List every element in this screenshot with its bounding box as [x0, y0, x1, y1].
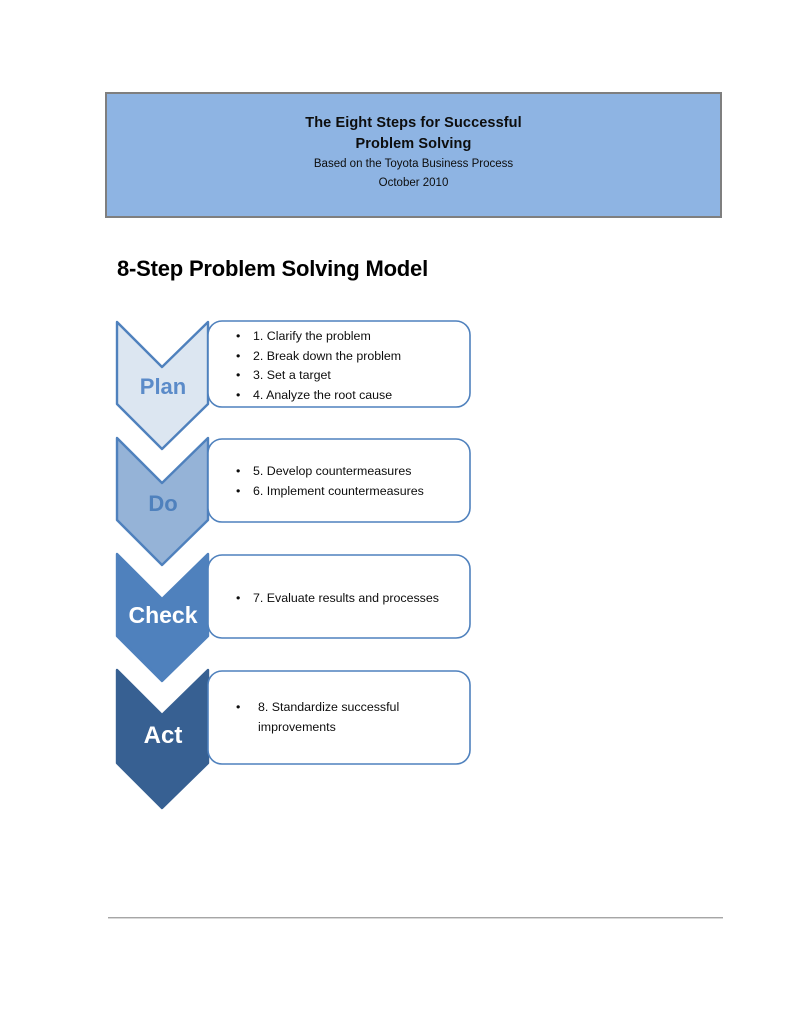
stage-items-plan: 1. Clarify the problem 2. Break down the… — [232, 327, 462, 405]
footer-divider — [108, 917, 723, 919]
header-subtitle-line-2: October 2010 — [378, 177, 449, 189]
list-item: 8. Standardize successful improvements — [232, 698, 412, 737]
list-item: 2. Break down the problem — [232, 347, 462, 367]
list-item: 5. Develop countermeasures — [232, 462, 462, 482]
page-title: 8-Step Problem Solving Model — [117, 256, 428, 281]
stage-label-do: Do — [148, 491, 178, 516]
stage-label-act: Act — [143, 722, 183, 749]
chevron-shape-plan — [115, 320, 210, 451]
stage-items-act: 8. Standardize successful improvements — [232, 698, 412, 737]
list-item: 6. Implement countermeasures — [232, 482, 462, 502]
list-item: 3. Set a target — [232, 366, 462, 386]
list-item: 7. Evaluate results and processes — [232, 589, 467, 609]
chevron-shape-do — [115, 436, 210, 567]
chevron-shape-act — [115, 668, 210, 810]
chevron-shape-check — [115, 552, 210, 683]
stage-items-check: 7. Evaluate results and processes — [232, 589, 467, 609]
stage-label-plan: Plan — [139, 374, 187, 399]
list-item: 4. Analyze the root cause — [232, 386, 462, 406]
stage-items-do: 5. Develop countermeasures 6. Implement … — [232, 462, 462, 501]
header-subtitle-line-1: Based on the Toyota Business Process — [313, 158, 514, 170]
list-item: 1. Clarify the problem — [232, 327, 462, 347]
header-banner: The Eight Steps for Successful Problem S… — [105, 92, 722, 218]
stage-label-check: Check — [128, 602, 198, 628]
header-title-line-1: The Eight Steps for Successful — [305, 115, 522, 131]
header-title-line-2: Problem Solving — [355, 136, 472, 152]
